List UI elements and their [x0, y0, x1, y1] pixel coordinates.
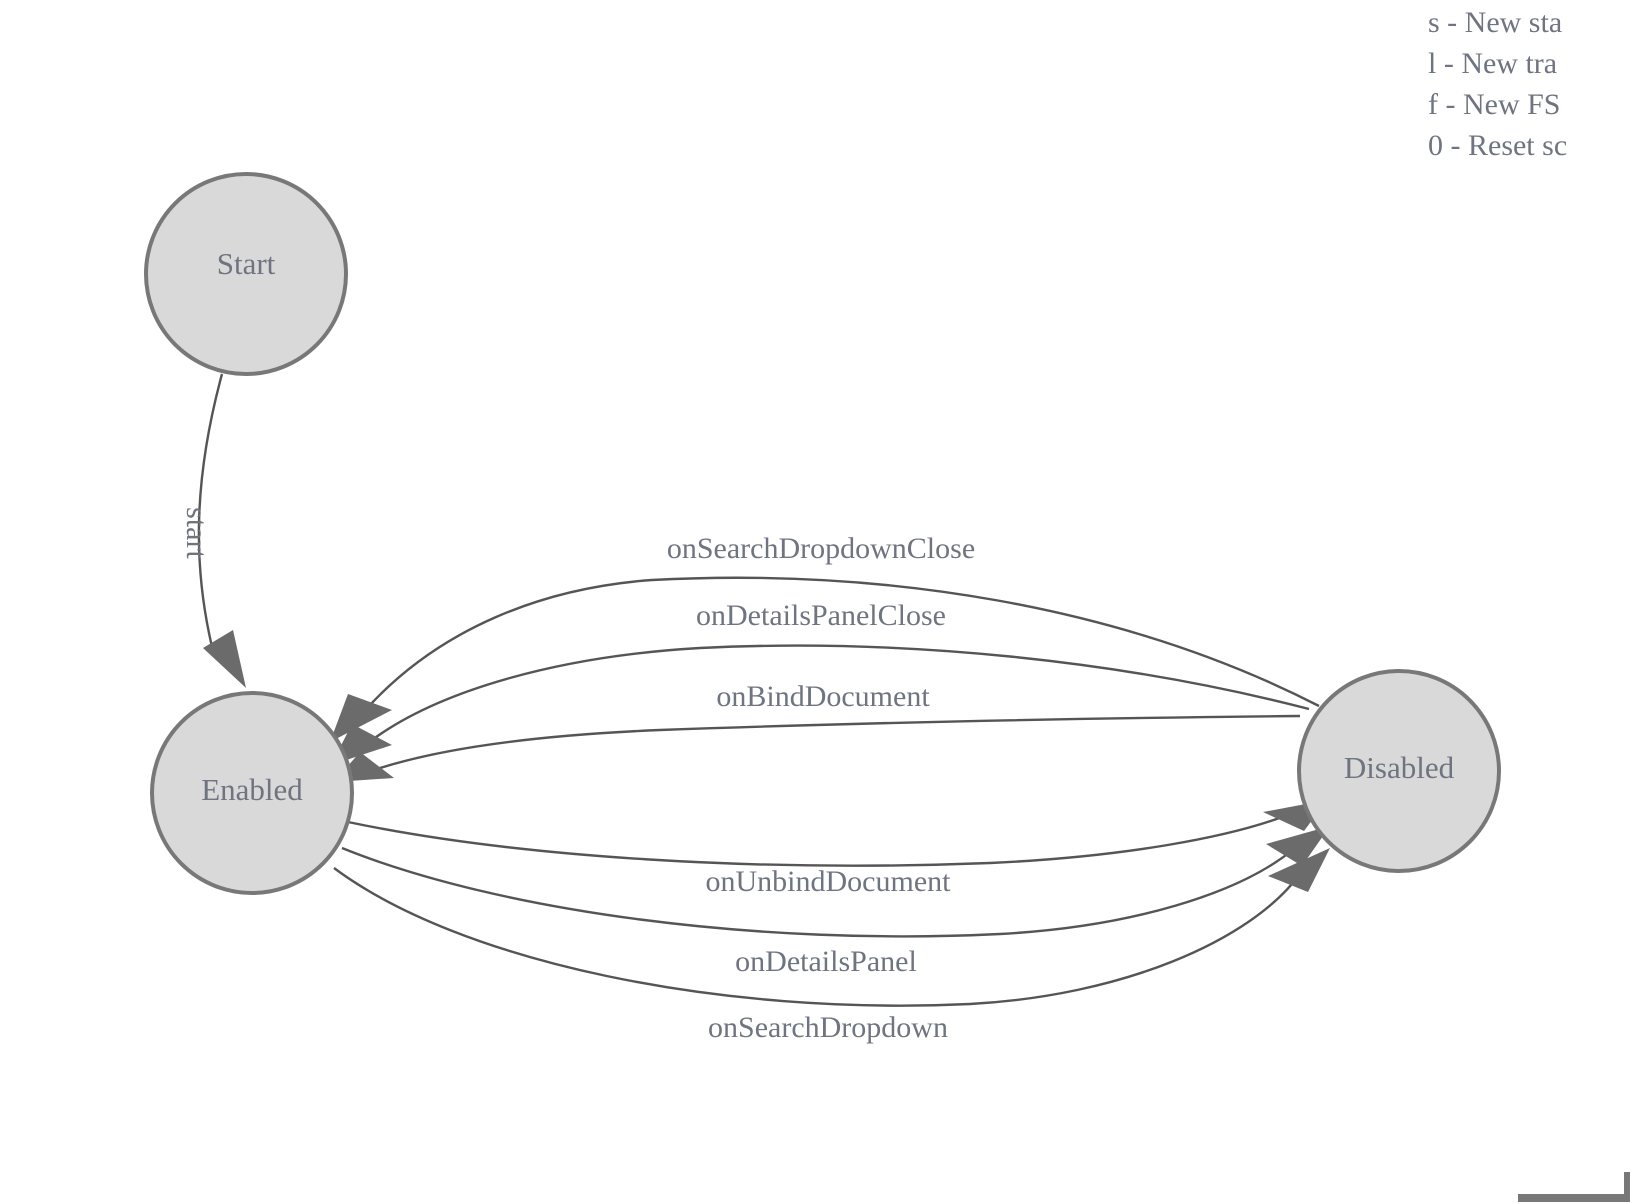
transition-label-on-unbind-document: onUnbindDocument [706, 865, 952, 898]
state-circle-enabled[interactable] [150, 691, 354, 895]
edge-enabled-to-disabled-unbind-document[interactable] [347, 812, 1291, 867]
state-node-start[interactable]: Start [144, 172, 348, 376]
edge-disabled-to-enabled-bind-document[interactable] [373, 714, 1301, 772]
transition-on-search-dropdown-close[interactable]: onSearchDropdownClose [330, 532, 1320, 742]
state-node-disabled[interactable]: Disabled [1297, 669, 1501, 873]
transition-label-on-bind-document: onBindDocument [716, 680, 930, 713]
arrowhead-start-to-enabled [203, 630, 246, 688]
vertical-scrollbar[interactable] [1624, 1172, 1630, 1202]
transition-on-details-panel[interactable]: onDetailsPanel [341, 826, 1330, 978]
edge-start-to-enabled[interactable] [197, 373, 224, 656]
edge-disabled-to-enabled-search-dropdown-close[interactable] [369, 576, 1320, 708]
transition-label-on-search-dropdown-close: onSearchDropdownClose [667, 532, 975, 565]
transition-label-on-details-panel-close: onDetailsPanelClose [696, 599, 946, 632]
state-label-start: Start [217, 246, 276, 281]
arrowhead-details-panel [1266, 826, 1330, 866]
transition-label-on-details-panel: onDetailsPanel [735, 945, 917, 978]
state-node-enabled[interactable]: Enabled [150, 691, 354, 895]
transition-start[interactable]: start [180, 373, 246, 688]
help-item-new-state: s - New sta [1428, 6, 1563, 39]
transition-on-search-dropdown[interactable]: onSearchDropdown [333, 848, 1330, 1044]
state-label-disabled: Disabled [1344, 750, 1455, 785]
edge-enabled-to-disabled-details-panel[interactable] [341, 846, 1296, 938]
transition-label-on-search-dropdown: onSearchDropdown [708, 1011, 948, 1044]
edge-disabled-to-enabled-details-panel-close[interactable] [371, 644, 1310, 741]
state-circle-start[interactable] [144, 172, 348, 376]
transition-on-unbind-document[interactable]: onUnbindDocument [347, 800, 1327, 898]
help-item-new-fsm: f - New FS [1428, 88, 1561, 121]
transition-label-start: start [180, 507, 213, 559]
state-circle-disabled[interactable] [1297, 669, 1501, 873]
transition-on-details-panel-close[interactable]: onDetailsPanelClose [331, 599, 1310, 765]
help-item-reset: 0 - Reset sc [1428, 129, 1568, 162]
state-label-enabled: Enabled [201, 772, 303, 807]
shortcut-help-panel: s - New sta l - New tra f - New FS 0 - R… [1428, 0, 1632, 166]
horizontal-scrollbar[interactable] [1518, 1194, 1624, 1202]
transition-on-bind-document[interactable]: onBindDocument [334, 680, 1301, 782]
help-item-new-transition: l - New tra [1428, 47, 1558, 80]
edge-enabled-to-disabled-search-dropdown[interactable] [333, 867, 1301, 1007]
arrowhead-search-dropdown [1268, 848, 1330, 892]
arrowhead-search-dropdown-close [330, 694, 392, 742]
